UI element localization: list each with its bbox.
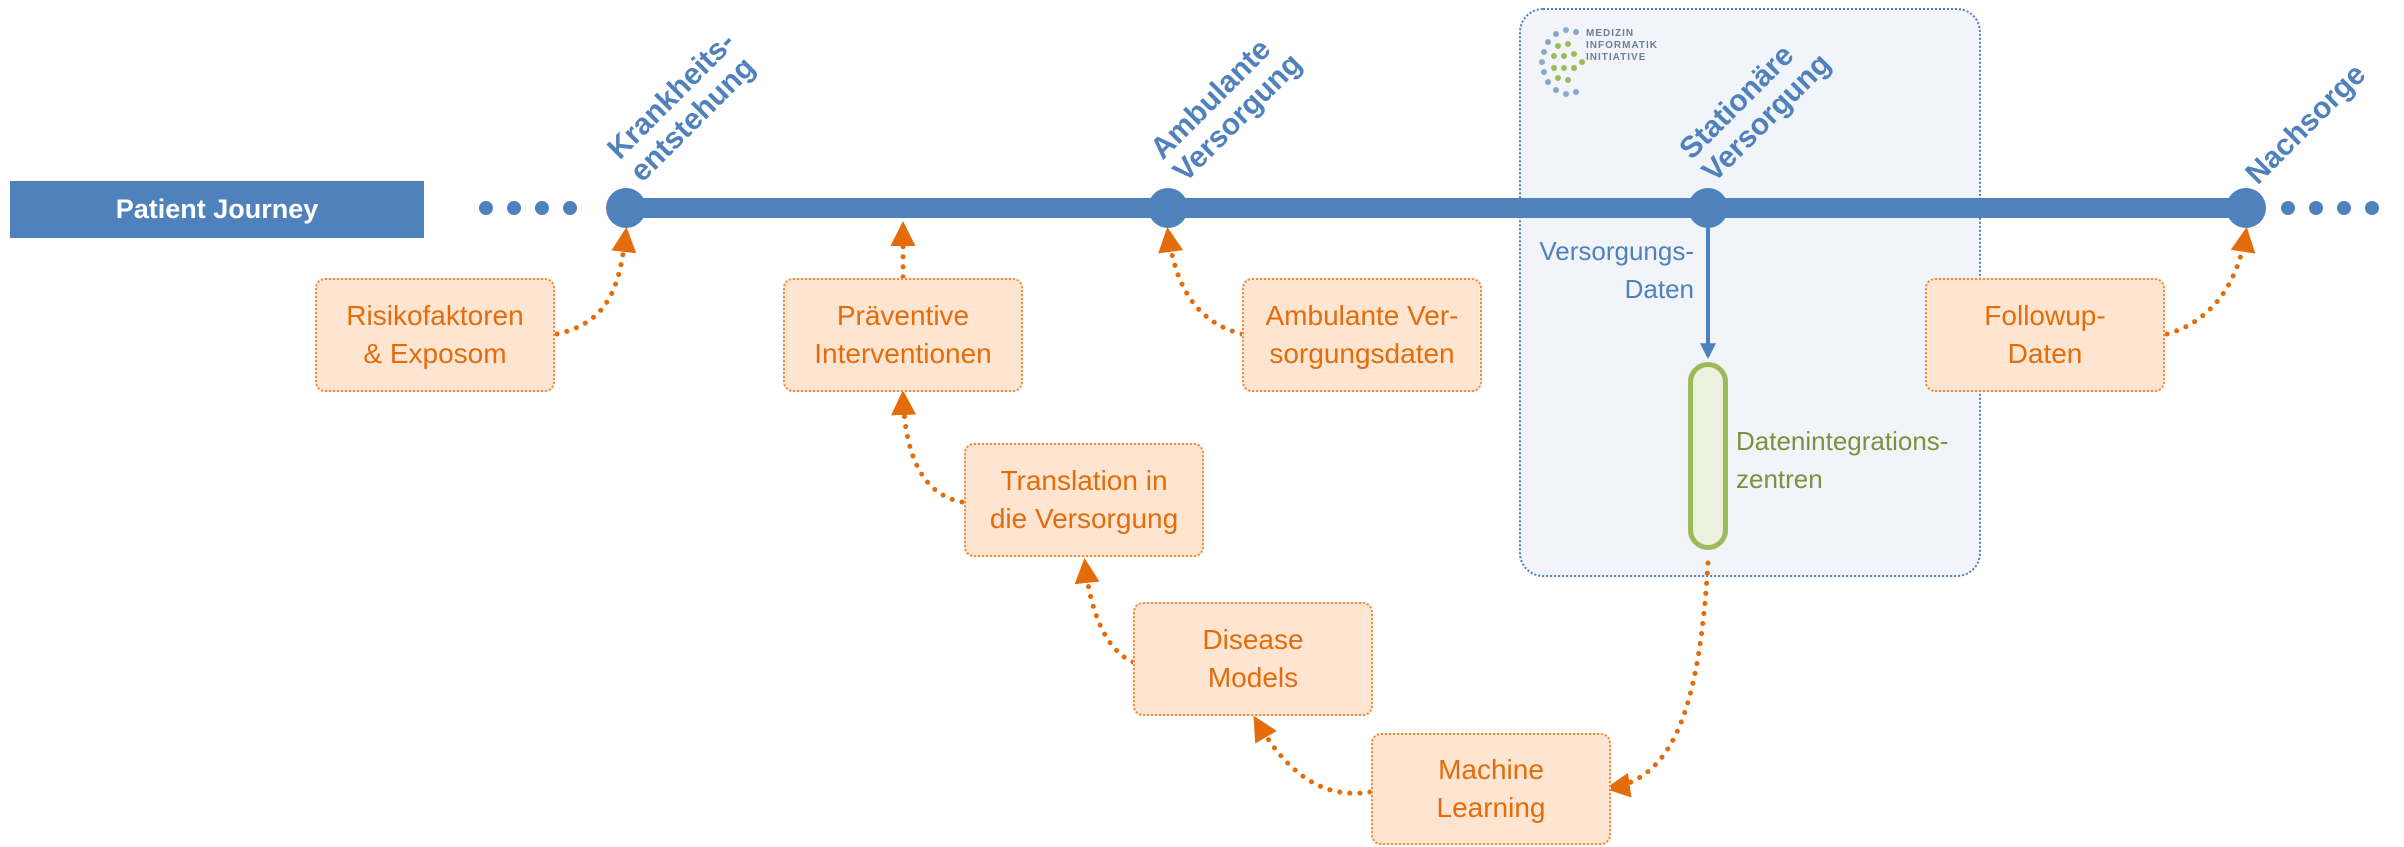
box-risikofaktoren: Risikofaktoren & Exposom — [315, 278, 555, 392]
diz-label-line: zentren — [1736, 464, 1823, 494]
box-label-line: sorgungsdaten — [1269, 338, 1455, 369]
box-label-line: Risikofaktoren — [346, 300, 524, 331]
datenintegrationszentren-pill — [1688, 362, 1728, 550]
patient-journey-bar: Patient Journey — [10, 181, 424, 238]
versorgungsdaten-line: Versorgungs- — [1539, 236, 1694, 266]
box-label-line: Daten — [2007, 338, 2083, 369]
diz-label-line: Datenintegrations- — [1736, 426, 1949, 456]
timeline-dots-right — [2281, 201, 2379, 215]
box-label-line: & Exposom — [363, 338, 507, 369]
risikofaktoren-arrow — [554, 227, 637, 337]
box-followup-daten: Followup- Daten — [1925, 278, 2165, 392]
box-label-line: Models — [1207, 662, 1299, 693]
mii-logo: MEDIZIN INFORMATIK INITIATIVE — [1536, 22, 1658, 104]
box-label-line: Machine — [1438, 754, 1544, 785]
mii-logo-dots-icon — [1539, 27, 1585, 97]
mii-logo-line: INFORMATIK — [1586, 40, 1659, 51]
box-machine-learning: Machine Learning — [1371, 733, 1611, 845]
mii-logo-line: INITIATIVE — [1586, 52, 1647, 63]
followup-arrow — [2164, 227, 2256, 337]
box-label-line: Followup- — [1984, 300, 2106, 331]
box-label-line: die Versorgung — [989, 503, 1179, 534]
box-label-line: Präventive — [836, 300, 970, 331]
box-praeventive-interventionen: Präventive Interventionen — [783, 278, 1023, 392]
versorgungsdaten-line: Daten — [1624, 274, 1694, 304]
mii-region — [1519, 8, 1981, 577]
box-label-line: Interventionen — [814, 338, 992, 369]
diz-to-ml-arrow — [1605, 560, 1711, 798]
box-label-line: Learning — [1436, 792, 1546, 823]
box-label-line: Disease — [1202, 624, 1304, 655]
box-translation: Translation in die Versorgung — [964, 443, 1204, 557]
mii-logo-line: MEDIZIN — [1586, 28, 1635, 39]
disease-models-arrow — [1074, 558, 1136, 665]
box-label-line: Translation in — [1000, 465, 1168, 496]
box-ambulante-versorgungsdaten: Ambulante Ver- sorgungsdaten — [1242, 278, 1482, 392]
box-disease-models: Disease Models — [1133, 602, 1373, 716]
node-krankheitsentstehung — [606, 188, 646, 228]
translation-arrow — [891, 390, 965, 505]
datenintegrationszentren-label: Datenintegrations- zentren — [1736, 422, 1976, 498]
node-stationaere-versorgung — [1688, 188, 1728, 228]
mii-logo-text: MEDIZIN INFORMATIK INITIATIVE — [1586, 28, 1658, 64]
box-label-line: Ambulante Ver- — [1265, 300, 1459, 331]
versorgungsdaten-label: Versorgungs- Daten — [1500, 232, 1694, 308]
node-nachsorge — [2226, 188, 2266, 228]
machine-learning-arrow — [1253, 715, 1373, 796]
ambulante-daten-arrow — [1158, 227, 1245, 337]
node-ambulante-versorgung — [1148, 188, 1188, 228]
timeline-dots-left — [479, 201, 577, 215]
